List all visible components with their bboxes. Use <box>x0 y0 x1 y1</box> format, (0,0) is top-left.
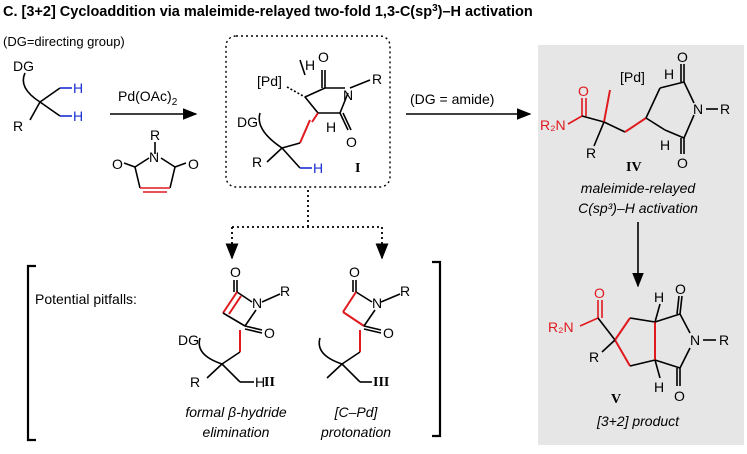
product-caption: [3+2] product <box>596 413 680 429</box>
r-atom: R <box>190 374 200 390</box>
product-V-structure <box>579 295 716 386</box>
beta-hydride-caption: elimination <box>203 424 270 440</box>
dg-amide-label: (DG = amide) <box>410 91 494 107</box>
relay-caption: C(sp³)–H activation <box>578 200 698 216</box>
o-atom: O <box>578 83 589 99</box>
o-atom: O <box>594 285 605 301</box>
dg-atom: DG <box>178 332 199 348</box>
protonation-caption: [C–Pd] <box>334 404 379 420</box>
h-atom-blue: H <box>73 108 83 124</box>
compound-III-structure <box>318 280 401 383</box>
r2n-group: R₂N <box>548 319 574 335</box>
r-atom: R <box>720 101 730 117</box>
dg-note: (DG=directing group) <box>3 34 125 49</box>
o-atom: O <box>188 156 199 172</box>
product-panel <box>538 45 744 445</box>
r-atom: R <box>372 71 382 87</box>
r-atom: R <box>400 283 410 299</box>
compound-label-V: V <box>611 392 621 407</box>
scheme-title: C. [3+2] Cycloaddition via maleimide-rel… <box>3 3 533 20</box>
pitfall-branch-connector <box>232 190 382 228</box>
intermediate-I-structure <box>258 59 371 169</box>
o-atom: O <box>674 388 685 404</box>
starting-material <box>22 72 72 121</box>
h-atom: H <box>660 137 670 153</box>
h-atom-blue: H <box>313 160 323 176</box>
intermediate-IV-structure <box>567 64 718 154</box>
pitfalls-label: Potential pitfalls: <box>35 291 137 307</box>
compound-II-structure <box>198 280 281 383</box>
compound-label-II: II <box>264 375 275 390</box>
compound-label-I: I <box>355 161 360 176</box>
o-atom: O <box>112 156 123 172</box>
pd-atom: [Pd] <box>257 73 282 89</box>
compound-label-III: III <box>373 375 389 390</box>
h-atom-blue: H <box>73 80 83 96</box>
o-atom: O <box>675 281 686 297</box>
o-atom: O <box>677 155 688 171</box>
reagent-label: Pd(OAc)2 <box>118 88 178 108</box>
protonation-caption: protonation <box>320 424 391 440</box>
o-atom: O <box>318 49 329 65</box>
h-atom: H <box>326 119 336 135</box>
h-atom: H <box>654 379 664 395</box>
h-atom: H <box>664 66 674 82</box>
n-atom: N <box>149 149 159 165</box>
pd-atom: [Pd] <box>620 69 645 85</box>
left-bracket <box>26 264 36 442</box>
o-atom: O <box>230 264 241 280</box>
r-atom: R <box>586 145 596 161</box>
o-atom: O <box>346 134 357 150</box>
r-atom: R <box>719 332 729 348</box>
dg-atom: DG <box>237 114 258 130</box>
n-atom: N <box>252 295 262 311</box>
n-atom: N <box>343 87 353 103</box>
compound-label-IV: IV <box>626 160 642 175</box>
o-atom: O <box>349 264 360 280</box>
r-atom: R <box>13 118 23 134</box>
r2n-group: R₂N <box>540 117 566 133</box>
o-atom: O <box>264 325 275 341</box>
nr-group: N <box>693 101 703 117</box>
dg-atom: DG <box>13 58 34 74</box>
r-atom: R <box>252 154 262 170</box>
nr-group: N <box>690 332 700 348</box>
h-atom: H <box>654 289 664 305</box>
relay-caption: maleimide-relayed <box>581 180 697 196</box>
beta-hydride-caption: formal β-hydride <box>185 404 287 420</box>
n-atom: N <box>372 295 382 311</box>
r-atom: R <box>280 283 290 299</box>
o-atom: O <box>383 325 394 341</box>
h-atom: H <box>305 57 315 73</box>
right-bracket <box>432 260 442 438</box>
maleimide-structure <box>123 142 187 193</box>
intermediate-box <box>225 35 391 188</box>
r-atom: R <box>589 349 599 365</box>
h-atom: H <box>255 374 265 390</box>
o-atom: O <box>677 49 688 65</box>
r-atom: R <box>150 127 160 143</box>
